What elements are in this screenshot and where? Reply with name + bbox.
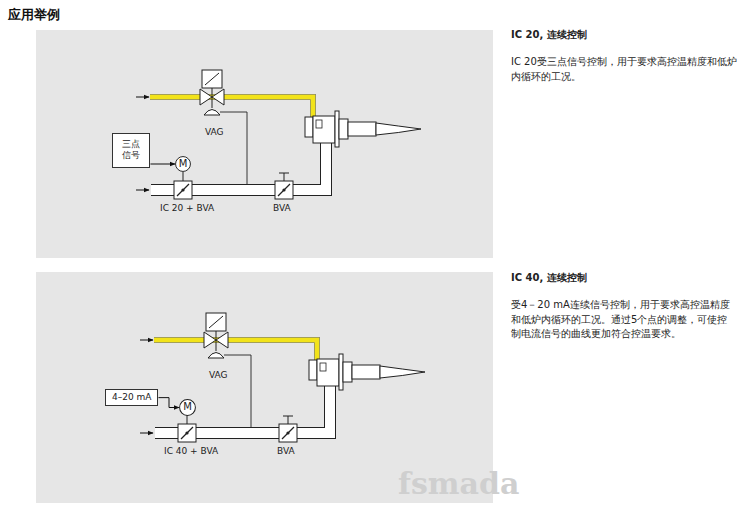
part-name: BVA (277, 446, 295, 457)
section-heading: IC 40, 连续控制 (511, 272, 587, 284)
signal-arrow (158, 398, 179, 408)
body-text: IC 20受三点信号控制，用于要求高控温精度和低炉内循环的工况。 (511, 55, 737, 84)
watermark: fsmada (398, 466, 519, 502)
body-text: 受4－20 mA连续信号控制，用于要求高控温精度和低炉内循环的工况。通过5个点的… (511, 298, 737, 342)
part-name: VAG (209, 370, 228, 381)
part-name: BVA (273, 203, 291, 214)
signal-box: 4–20 mA (105, 389, 158, 406)
signal-arrow (150, 164, 175, 165)
panel-ground (36, 30, 493, 258)
part-name: IC 40 + BVA (164, 446, 218, 457)
part-name: IC 20 + BVA (160, 203, 214, 214)
page-title: 应用举例 (8, 6, 60, 24)
motor-symbol: M (179, 399, 196, 416)
motor-letter: M (179, 158, 188, 171)
part-name: VAG (205, 127, 224, 138)
motor-letter: M (183, 401, 192, 414)
section-heading: IC 20, 连续控制 (511, 29, 587, 41)
signal-box: 三点信号 (112, 133, 150, 168)
signal-name: 三点信号 (122, 139, 140, 162)
signal-name: 4–20 mA (112, 392, 151, 403)
motor-symbol: M (175, 156, 191, 172)
